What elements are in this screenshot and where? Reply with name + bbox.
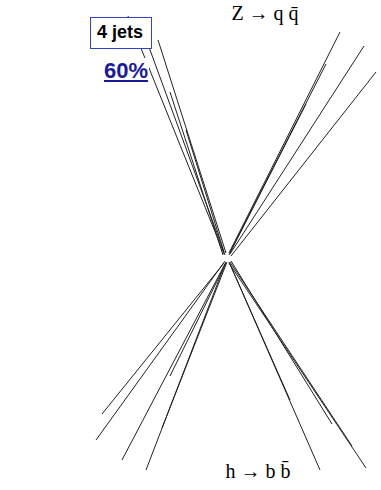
jet-count-box: 4 jets	[90, 17, 152, 49]
percentage-note: 60%	[103, 58, 149, 84]
decay-label: h → b b̄	[226, 460, 291, 483]
decay-label: Z → q q̄	[231, 2, 298, 25]
box-label: 4 jets	[97, 22, 145, 43]
